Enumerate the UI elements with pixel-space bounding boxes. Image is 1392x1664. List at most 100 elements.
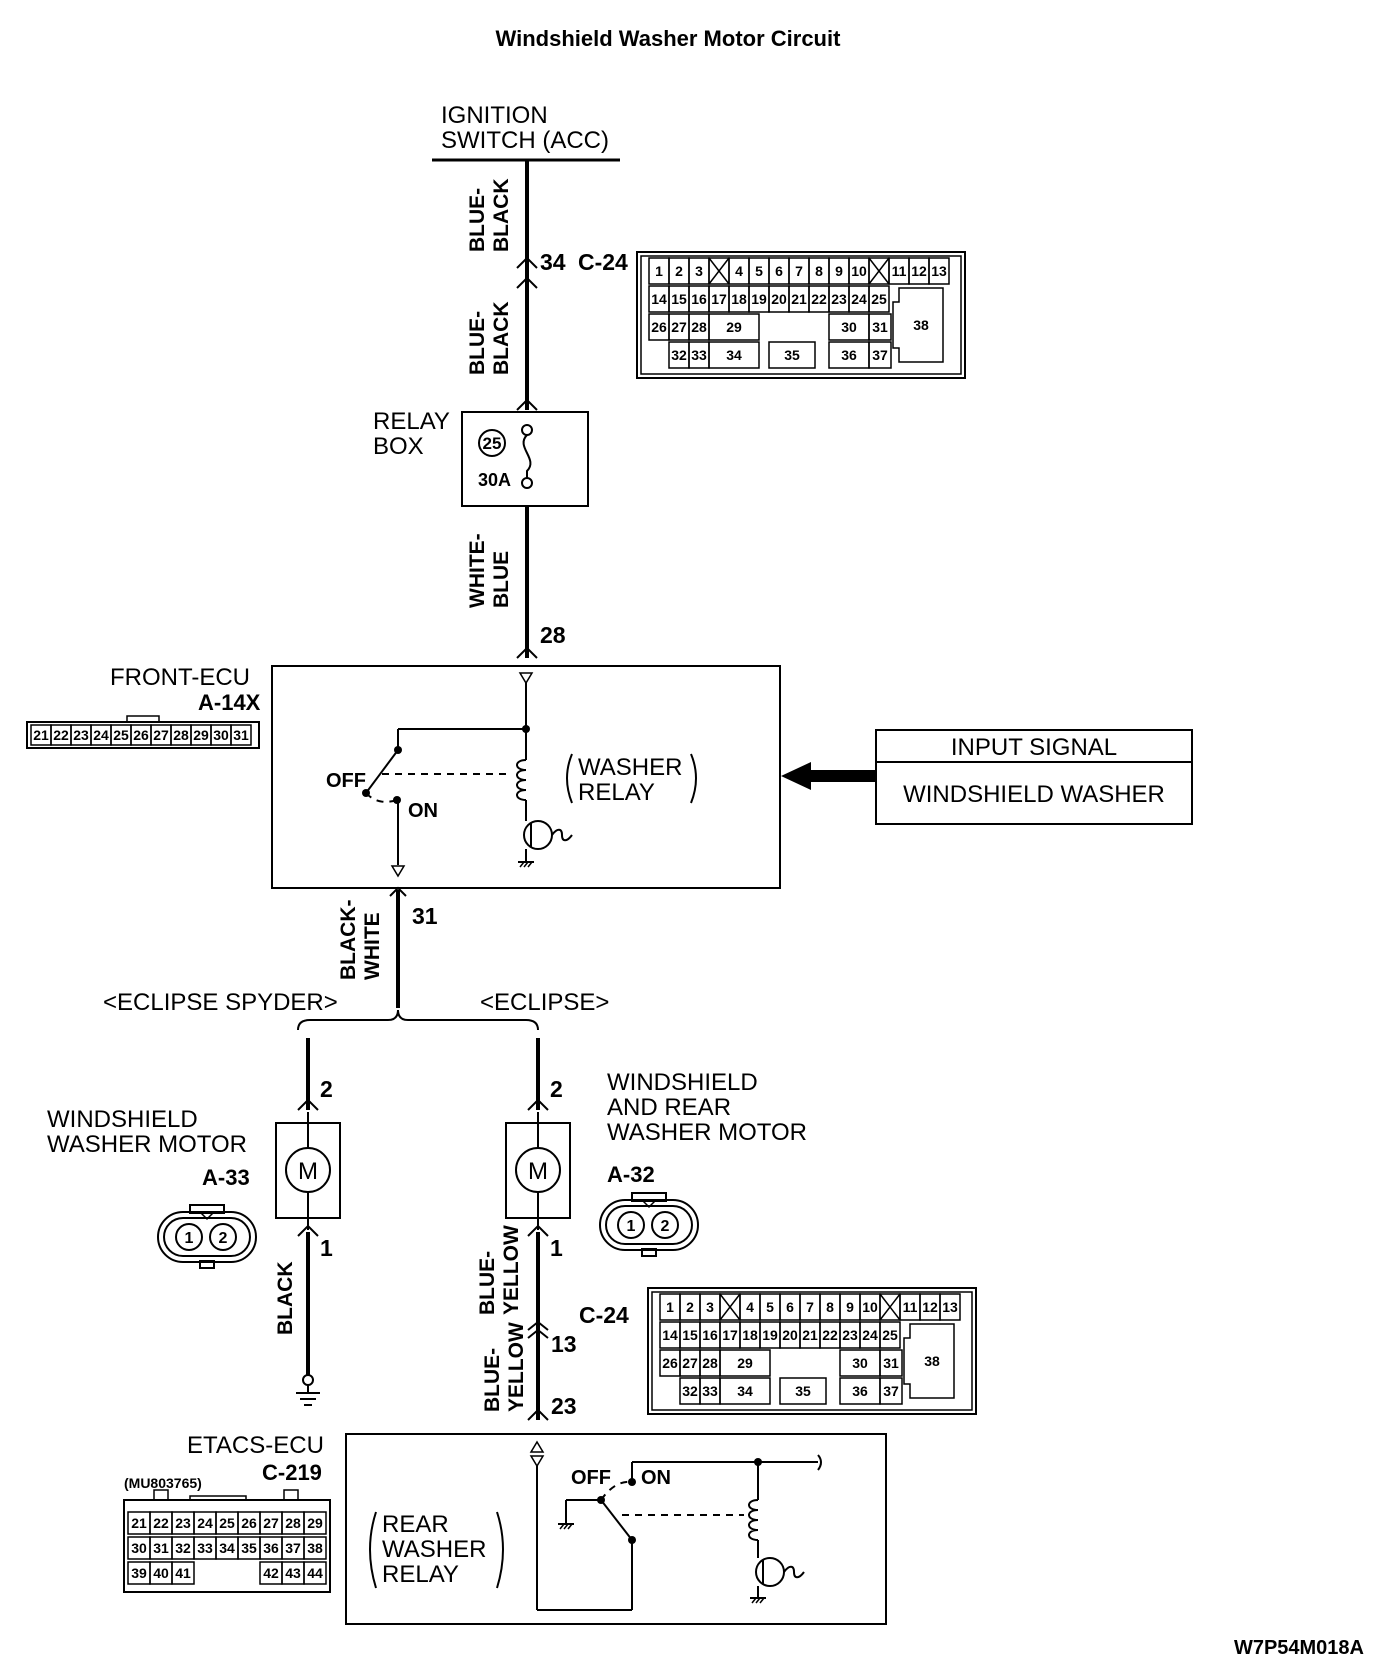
c24-top-pin-19: 19 <box>751 291 767 307</box>
etacs-pin-23: 23 <box>175 1515 191 1531</box>
connector-mark-c24-top <box>516 256 538 289</box>
c24-bottom-pin-37: 37 <box>883 1383 899 1399</box>
variant-brace <box>297 1009 539 1031</box>
c24-bottom-pin-26: 26 <box>662 1355 678 1371</box>
diagram-title: Windshield Washer Motor Circuit <box>496 26 842 51</box>
arrow-spyder-pin-1 <box>297 1224 319 1237</box>
wire-label-blue-yellow-upper-1: BLUE- <box>476 1251 499 1315</box>
rear-relay-off: OFF <box>571 1467 611 1489</box>
c24-top-pin-10: 10 <box>851 263 867 279</box>
c24-bottom-pin-22: 22 <box>822 1327 838 1343</box>
wire-label-white-blue-1: WHITE- <box>466 533 489 608</box>
c24-bottom-pin-6: 6 <box>786 1299 794 1315</box>
c24-bottom-pin-34: 34 <box>737 1383 753 1399</box>
etacs-pin-27: 27 <box>263 1515 279 1531</box>
motor-right-pin-1: 1 <box>627 1218 636 1235</box>
relay-switch-arm <box>365 749 399 794</box>
c24-bottom-pin-2: 2 <box>686 1299 694 1315</box>
etacs-pin-34: 34 <box>219 1540 235 1556</box>
fuse-terminal-bottom <box>521 477 533 489</box>
spyder-pin-2: 2 <box>320 1076 333 1102</box>
variant-eclipse: <ECLIPSE> <box>480 989 609 1016</box>
c24-bottom-pin-25: 25 <box>882 1327 898 1343</box>
wire-label-black-white-2: WHITE <box>361 912 384 980</box>
etacs-pin-31: 31 <box>153 1540 169 1556</box>
c24-bottom-pin-19: 19 <box>762 1327 778 1343</box>
front-ecu-pin-29: 29 <box>193 727 209 743</box>
front-ecu-pin-28: 28 <box>173 727 189 743</box>
input-signal-header: INPUT SIGNAL <box>951 734 1117 761</box>
front-ecu-pin-27: 27 <box>153 727 169 743</box>
wire-label-black-white-1: BLACK- <box>337 900 360 980</box>
etacs-pin-43: 43 <box>285 1565 301 1581</box>
c24-top-pin-28: 28 <box>691 319 707 335</box>
fuse-terminal-top <box>521 424 533 436</box>
c24-top-pin-17: 17 <box>711 291 727 307</box>
ignition-switch-label-1: IGNITION <box>441 102 548 129</box>
wire-label-blue-black-upper-2: BLACK <box>490 179 513 253</box>
motor-left-label-1: WINDSHIELD <box>47 1106 198 1133</box>
front-ecu-pin-23: 23 <box>73 727 89 743</box>
c24-bottom-pin-8: 8 <box>826 1299 834 1315</box>
washer-relay-coil <box>516 759 527 801</box>
front-ecu-pin-26: 26 <box>133 727 149 743</box>
variant-eclipse-spyder: <ECLIPSE SPYDER> <box>103 989 338 1016</box>
rear-washer-relay-coil <box>748 1499 759 1541</box>
motor-right-label-2: AND REAR <box>607 1094 731 1121</box>
c24-top-pin-27: 27 <box>671 319 687 335</box>
relay-on-dashed <box>365 792 398 803</box>
motor-right-connector: 1 2 <box>599 1192 699 1257</box>
etacs-transistor-circle <box>755 1557 785 1587</box>
c24-bottom-pin-38: 38 <box>924 1353 940 1369</box>
etacs-pin-30: 30 <box>131 1540 147 1556</box>
arrow-eclipse-pin-2 <box>527 1098 549 1111</box>
c24-top-pin-1: 1 <box>655 263 663 279</box>
c24-top-pin-20: 20 <box>771 291 787 307</box>
front-ecu-pin-24: 24 <box>93 727 109 743</box>
wire-label-blue-black-upper-1: BLUE- <box>466 188 489 252</box>
pin-13: 13 <box>551 1331 577 1357</box>
etacs-pin-41: 41 <box>175 1565 191 1581</box>
c24-top-pin-11: 11 <box>892 263 907 279</box>
etacs-pin-26: 26 <box>241 1515 257 1531</box>
wire-label-blue-black-lower-2: BLACK <box>490 302 513 376</box>
arrow-into-relay-box <box>516 398 538 411</box>
terminal-triangle-31 <box>390 865 406 878</box>
c24-bottom-pin-11: 11 <box>903 1299 918 1315</box>
transistor-circle <box>523 820 553 850</box>
etacs-ecu-name: ETACS-ECU <box>187 1432 324 1459</box>
etacs-pin-24: 24 <box>197 1515 213 1531</box>
c24-top-pin-33: 33 <box>691 347 707 363</box>
c24-bottom-pin-15: 15 <box>682 1327 698 1343</box>
c24-top-pin-25: 25 <box>871 291 887 307</box>
wire-label-black: BLACK <box>274 1262 297 1336</box>
c24-top-pin-26: 26 <box>651 319 667 335</box>
connector-mark-c24-bottom <box>527 1320 549 1339</box>
eclipse-pin-1: 1 <box>550 1235 563 1261</box>
c24-bottom-pin-27: 27 <box>682 1355 698 1371</box>
c24-bottom-pin-24: 24 <box>862 1327 878 1343</box>
c24-bottom-pin-4: 4 <box>746 1299 754 1315</box>
rear-relay-on: ON <box>641 1467 671 1489</box>
etacs-top-line-end <box>817 1454 822 1471</box>
eclipse-motor-m: M <box>528 1158 548 1185</box>
c24-top-pin-14: 14 <box>651 291 667 307</box>
front-ecu-pin-22: 22 <box>53 727 69 743</box>
etacs-pin-36: 36 <box>263 1540 279 1556</box>
c24-top-pin-8: 8 <box>815 263 823 279</box>
relay-box-label-1: RELAY <box>373 408 450 435</box>
arrow-etacs-pin-23 <box>527 1408 549 1421</box>
c24-bottom-pin-28: 28 <box>702 1355 718 1371</box>
front-ecu-pin-30: 30 <box>213 727 229 743</box>
etacs-pin-32: 32 <box>175 1540 191 1556</box>
motor-right-label-3: WASHER MOTOR <box>607 1119 807 1146</box>
wire-label-white-blue-2: BLUE <box>490 551 513 608</box>
c24-bottom-pin-35: 35 <box>795 1383 811 1399</box>
c24-bottom-pin-13: 13 <box>942 1299 958 1315</box>
c24-bottom-pin-12: 12 <box>922 1299 938 1315</box>
etacs-pin-39: 39 <box>131 1565 147 1581</box>
etacs-pin-21: 21 <box>131 1515 147 1531</box>
fuse-number-circle <box>478 429 506 457</box>
